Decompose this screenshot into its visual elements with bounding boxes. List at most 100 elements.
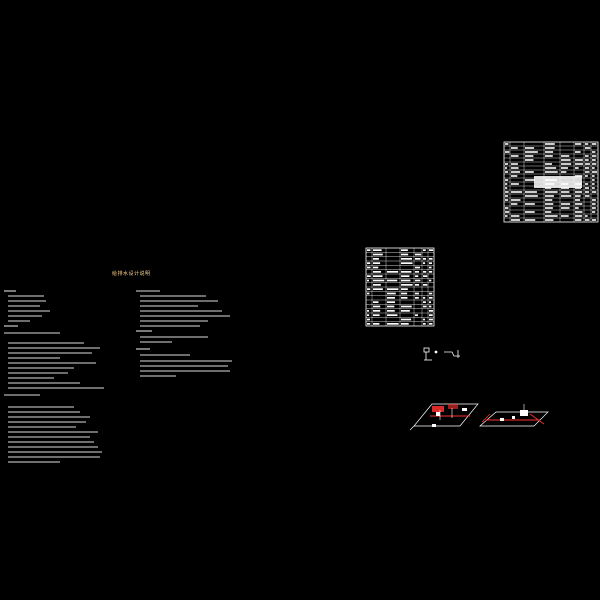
table-cell-text <box>561 155 570 157</box>
table-cell-text <box>401 275 410 278</box>
table-cell-text <box>367 266 371 269</box>
table-cell-text <box>429 314 433 317</box>
table-cell-text <box>373 305 381 308</box>
table-cell-text <box>373 288 383 291</box>
table-cell-text <box>429 301 432 304</box>
table-cell-text <box>592 219 597 221</box>
table-cell-text <box>545 199 553 201</box>
table-cell-text <box>367 262 371 265</box>
table-cell-text <box>511 183 519 185</box>
table-cell-text <box>429 305 432 308</box>
table-cell-text <box>401 253 409 256</box>
table-cell-text <box>423 262 426 265</box>
table-cell-text <box>505 151 510 153</box>
table-cell-text <box>429 322 433 325</box>
table-cell-text <box>592 175 595 177</box>
table-cell-text <box>505 179 509 181</box>
table-cell-text <box>575 151 581 153</box>
table-cell-text <box>561 203 571 205</box>
table-cell-text <box>401 288 408 291</box>
table-cell-text <box>401 318 412 321</box>
table-cell-text <box>415 283 420 286</box>
table-cell-text <box>561 163 572 165</box>
table-cell-text <box>592 207 596 209</box>
table-cell-text <box>511 171 521 173</box>
table-cell-text <box>575 215 583 217</box>
table-cell-text <box>511 175 518 177</box>
table-cell-text <box>585 163 590 165</box>
table-cell-text <box>545 155 553 157</box>
table-cell-text <box>585 219 590 221</box>
table-cell-text <box>511 155 519 157</box>
table-cell-text <box>387 292 396 295</box>
table-cell-text <box>545 191 558 193</box>
table-cell-text <box>585 215 588 217</box>
table-cell-text <box>429 257 433 260</box>
table-cell-text <box>545 163 552 165</box>
table-cell-text <box>373 249 382 252</box>
table-cell-text <box>585 147 591 149</box>
table-cell-text <box>525 179 535 181</box>
table-cell-text <box>423 301 426 304</box>
table-cell-text <box>525 191 537 193</box>
table-cell-text <box>525 203 535 205</box>
table-cell-text <box>511 199 521 201</box>
table-cell-text <box>429 266 432 269</box>
table-cell-text <box>525 155 534 157</box>
table-cell-text <box>429 270 433 273</box>
table-cell-text <box>561 195 572 197</box>
table-cell-text <box>561 171 567 173</box>
table-cell-text <box>525 147 535 149</box>
table-cell-text <box>511 167 519 169</box>
table-cell-text <box>545 219 554 221</box>
table-cell-text <box>373 301 379 304</box>
table-cell-text <box>505 207 509 209</box>
table-cell-text <box>373 270 382 273</box>
equipment-table-large <box>503 141 599 223</box>
table-cell-text <box>373 275 383 278</box>
table-cell-text <box>415 257 421 260</box>
table-cell-text <box>525 195 538 197</box>
table-cell-text <box>525 151 538 153</box>
table-cell-text <box>423 296 426 299</box>
table-cell-text <box>585 187 589 189</box>
table-cell-text <box>373 279 385 282</box>
table-cell-text <box>525 159 534 161</box>
table-cell-text <box>592 155 597 157</box>
table-cell-text <box>575 167 579 169</box>
table-cell-text <box>592 171 598 173</box>
table-cell-text <box>561 167 568 169</box>
table-cell-text <box>429 279 432 282</box>
table-cell-text <box>367 314 370 317</box>
table-cell-text <box>415 253 422 256</box>
table-cell-text <box>429 296 433 299</box>
table-cell-text <box>545 171 558 173</box>
table-cell-text <box>367 322 371 325</box>
table-cell-text <box>373 322 380 325</box>
table-cell-text <box>387 322 399 325</box>
table-cell-text <box>505 211 510 213</box>
table-cell-text <box>367 309 370 312</box>
table-cell-text <box>401 279 411 282</box>
table-cell-text <box>505 163 509 165</box>
table-cell-text <box>373 314 380 317</box>
table-cell-text <box>505 187 508 189</box>
table-cell-text <box>367 288 371 291</box>
table-cell-text <box>525 211 535 213</box>
notes-title: 给排水设计说明 <box>112 271 151 277</box>
table-cell-text <box>561 207 570 209</box>
table-cell-text <box>511 219 521 221</box>
table-cell-text <box>387 288 399 291</box>
table-cell-text <box>505 143 509 145</box>
table-cell-text <box>575 195 581 197</box>
table-cell-text <box>592 151 596 153</box>
table-cell-text <box>545 151 554 153</box>
table-cell-text <box>585 175 588 177</box>
table-cell-text <box>373 266 379 269</box>
table-cell-text <box>415 275 419 278</box>
table-cell-text <box>387 301 396 304</box>
table-cell-text <box>575 163 583 165</box>
table-cell-text <box>367 318 370 321</box>
notes-column-left <box>4 290 104 463</box>
table-cell-text <box>585 155 589 157</box>
